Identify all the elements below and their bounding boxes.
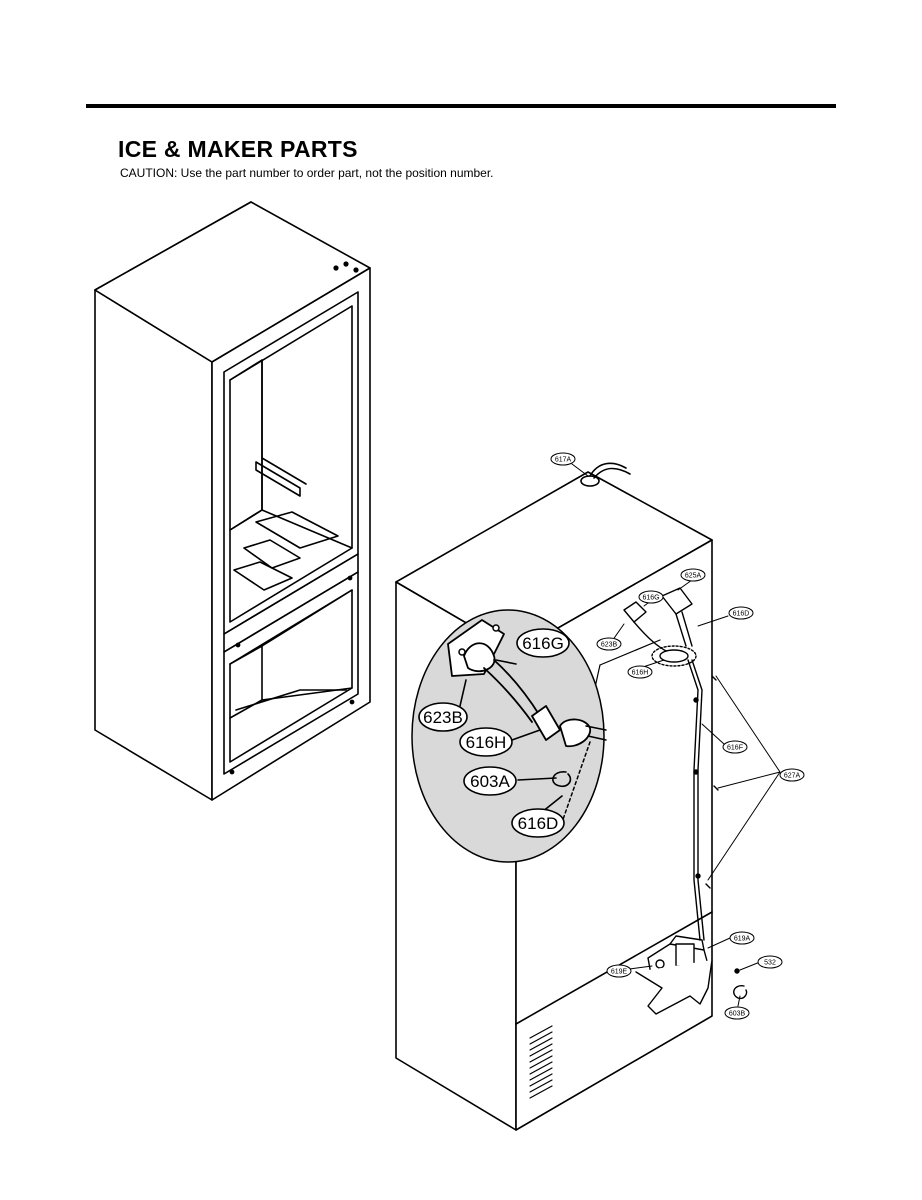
- svg-text:627A: 627A: [784, 773, 801, 780]
- svg-text:619E: 619E: [611, 969, 628, 976]
- callout-603B: 603B: [724, 1006, 750, 1020]
- svg-text:617A: 617A: [555, 457, 572, 464]
- callout-603A: 603A: [463, 766, 517, 796]
- svg-text:616G: 616G: [642, 595, 659, 602]
- callout-616F: 616F: [722, 740, 748, 754]
- callout-619E: 619E: [606, 964, 632, 978]
- svg-text:616D: 616D: [733, 611, 750, 618]
- callout-616G: 616G: [516, 628, 570, 658]
- water-line-assembly: [623, 587, 748, 1015]
- callout-619A: 619A: [729, 931, 755, 945]
- svg-text:616H: 616H: [632, 670, 649, 677]
- svg-text:623B: 623B: [601, 642, 618, 649]
- svg-text:616H: 616H: [466, 733, 507, 752]
- callout-627A: 627A: [779, 768, 805, 782]
- caution-note: CAUTION: Use the part number to order pa…: [120, 166, 494, 180]
- svg-text:619A: 619A: [734, 936, 751, 943]
- callout-623B: 623B: [418, 702, 468, 732]
- svg-text:603A: 603A: [470, 772, 510, 791]
- svg-text:623B: 623B: [423, 708, 463, 727]
- page-title: ICE & MAKER PARTS: [118, 136, 358, 162]
- svg-text:616G: 616G: [522, 634, 564, 653]
- svg-text:616F: 616F: [727, 745, 743, 752]
- svg-text:603B: 603B: [729, 1011, 746, 1018]
- callout-616G-small: 616G: [638, 590, 664, 604]
- main-callouts: 617A 625A 616G 616D 623B 616H 616F 627A: [550, 452, 805, 1020]
- callout-532: 532: [757, 955, 783, 969]
- callout-623B-small: 623B: [596, 637, 622, 651]
- header-rule: [86, 104, 836, 108]
- cabinet-front-view: [94, 201, 371, 801]
- callout-616H: 616H: [459, 727, 513, 757]
- svg-text:532: 532: [764, 960, 776, 967]
- callout-616H-small: 616H: [627, 665, 653, 679]
- callout-625A: 625A: [680, 568, 706, 582]
- svg-text:616D: 616D: [518, 814, 559, 833]
- leader-lines: [571, 463, 781, 1007]
- detail-callouts: 623B 616G 616H 603A 616D: [418, 628, 570, 838]
- callout-616D: 616D: [511, 808, 565, 838]
- svg-text:625A: 625A: [685, 573, 702, 580]
- callout-617A: 617A: [550, 452, 576, 466]
- callout-616D-small: 616D: [728, 606, 754, 620]
